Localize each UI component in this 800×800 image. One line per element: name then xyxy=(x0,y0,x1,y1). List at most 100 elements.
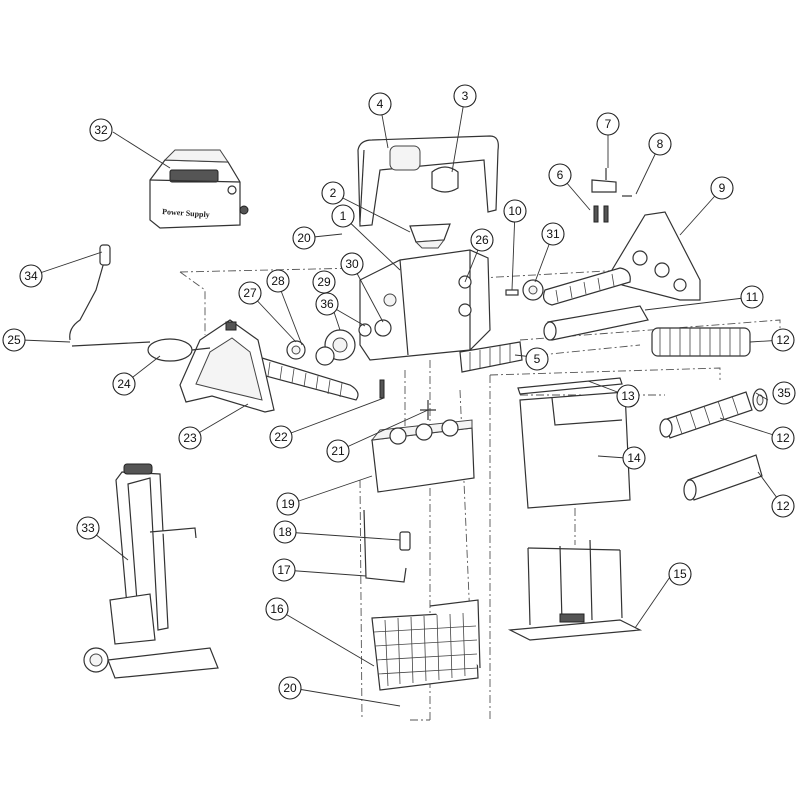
svg-text:19: 19 xyxy=(281,497,295,511)
side-panel-right xyxy=(611,211,701,301)
callout-35: 35 xyxy=(772,381,796,405)
svg-text:6: 6 xyxy=(557,168,564,182)
svg-text:10: 10 xyxy=(508,204,522,218)
svg-text:1: 1 xyxy=(340,209,347,223)
callout-30: 30 xyxy=(340,252,364,276)
callout-28: 28 xyxy=(266,269,290,293)
power-supply-label: Power Supply xyxy=(162,207,210,219)
svg-text:14: 14 xyxy=(627,451,641,465)
clip-screws xyxy=(591,168,632,223)
callout-24: 24 xyxy=(112,372,136,396)
handle-clip xyxy=(431,166,459,193)
callout-12b: 12 xyxy=(771,426,795,450)
callout-14: 14 xyxy=(622,446,646,470)
svg-text:20: 20 xyxy=(283,681,297,695)
caddy-cart xyxy=(83,463,219,679)
svg-text:32: 32 xyxy=(94,123,108,137)
wire-clip xyxy=(517,377,623,395)
callout-15: 15 xyxy=(668,562,692,586)
svg-text:31: 31 xyxy=(546,227,560,241)
track-belt-left xyxy=(255,357,359,401)
svg-text:12: 12 xyxy=(776,499,790,513)
svg-text:17: 17 xyxy=(277,563,291,577)
svg-text:8: 8 xyxy=(657,137,664,151)
callout-11: 11 xyxy=(740,285,764,309)
svg-text:36: 36 xyxy=(320,297,334,311)
svg-text:27: 27 xyxy=(243,286,257,300)
callout-1: 1 xyxy=(331,204,355,228)
callout-5: 5 xyxy=(525,347,549,371)
cable-swivel xyxy=(69,244,211,362)
callout-36: 36 xyxy=(315,292,339,316)
brush-middle xyxy=(659,391,753,439)
svg-text:5: 5 xyxy=(534,352,541,366)
callout-20b: 20 xyxy=(278,676,302,700)
bushing xyxy=(752,388,768,412)
svg-text:25: 25 xyxy=(7,333,21,347)
filter-basket xyxy=(371,599,481,691)
wheel-small xyxy=(286,340,335,366)
callout-17: 17 xyxy=(272,558,296,582)
power-supply: Power Supply xyxy=(149,149,249,229)
svg-text:34: 34 xyxy=(24,269,38,283)
svg-text:2: 2 xyxy=(330,186,337,200)
callout-22: 22 xyxy=(269,425,293,449)
svg-text:4: 4 xyxy=(377,97,384,111)
svg-text:3: 3 xyxy=(462,89,469,103)
callout-32: 32 xyxy=(89,118,113,142)
svg-text:28: 28 xyxy=(271,274,285,288)
callout-26: 26 xyxy=(470,228,494,252)
svg-text:24: 24 xyxy=(117,377,131,391)
svg-text:30: 30 xyxy=(345,257,359,271)
svg-text:35: 35 xyxy=(777,386,791,400)
filter-frame xyxy=(507,539,643,641)
brush-sleeve xyxy=(683,454,763,501)
svg-text:22: 22 xyxy=(274,430,288,444)
svg-text:16: 16 xyxy=(270,602,284,616)
callouts: 1 2 3 4 5 6 7 8 9 10 11 12 12 12 13 14 1… xyxy=(2,84,796,700)
bottom-plate xyxy=(459,341,523,373)
roller xyxy=(543,305,649,341)
track-belt-right xyxy=(542,267,631,306)
callout-6: 6 xyxy=(548,163,572,187)
float xyxy=(409,223,451,249)
small-parts xyxy=(363,379,436,583)
callout-9: 9 xyxy=(710,176,734,200)
callout-12c: 12 xyxy=(771,494,795,518)
callout-16: 16 xyxy=(265,597,289,621)
callout-4: 4 xyxy=(368,92,392,116)
filter-bag xyxy=(519,391,631,509)
callout-8: 8 xyxy=(648,132,672,156)
callout-20a: 20 xyxy=(292,226,316,250)
svg-text:18: 18 xyxy=(278,525,292,539)
svg-text:11: 11 xyxy=(746,290,759,304)
filter-box xyxy=(370,419,475,493)
callout-31: 31 xyxy=(541,222,565,246)
svg-text:13: 13 xyxy=(621,389,635,403)
callout-13: 13 xyxy=(616,384,640,408)
brush-top xyxy=(651,327,751,357)
svg-text:20: 20 xyxy=(297,231,311,245)
callout-29: 29 xyxy=(312,270,336,294)
callout-10: 10 xyxy=(503,199,527,223)
motor-body xyxy=(359,249,491,361)
svg-text:12: 12 xyxy=(776,333,790,347)
handle xyxy=(357,135,499,227)
callout-7: 7 xyxy=(596,112,620,136)
svg-text:15: 15 xyxy=(673,567,687,581)
callout-34: 34 xyxy=(19,264,43,288)
side-panel-left xyxy=(179,319,275,413)
svg-text:33: 33 xyxy=(81,521,95,535)
svg-text:12: 12 xyxy=(776,431,790,445)
callout-25: 25 xyxy=(2,328,26,352)
svg-text:26: 26 xyxy=(475,233,489,247)
svg-text:21: 21 xyxy=(331,444,345,458)
callout-33: 33 xyxy=(76,516,100,540)
callout-3: 3 xyxy=(453,84,477,108)
callout-19: 19 xyxy=(276,492,300,516)
svg-text:7: 7 xyxy=(605,117,612,131)
callout-12a: 12 xyxy=(771,328,795,352)
callout-27: 27 xyxy=(238,281,262,305)
svg-text:29: 29 xyxy=(317,275,331,289)
